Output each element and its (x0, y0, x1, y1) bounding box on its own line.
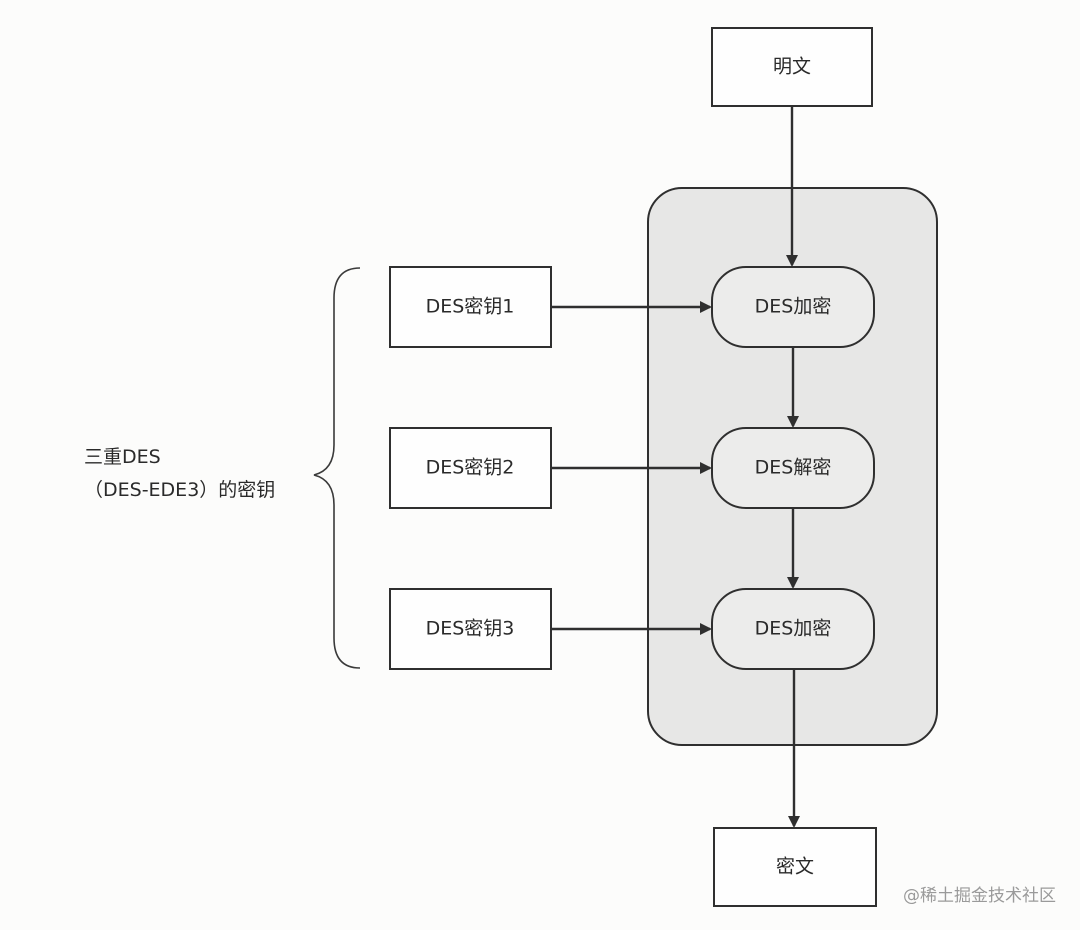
key3-node: DES密钥3 (389, 588, 552, 670)
encrypt3-node: DES加密 (711, 588, 875, 670)
key1-box (389, 266, 552, 348)
key2-node: DES密钥2 (389, 427, 552, 509)
brace-label-line1: 三重DES (84, 446, 161, 468)
brace-label-line2: （DES-EDE3）的密钥 (84, 479, 275, 501)
plaintext-box (711, 27, 873, 107)
key1-label: DES密钥1 (426, 296, 515, 318)
key3-box (389, 588, 552, 670)
watermark: @稀土掘金技术社区 (903, 886, 1056, 906)
ciphertext-box (713, 827, 877, 907)
key-group-brace (313, 267, 361, 669)
key1-node: DES密钥1 (389, 266, 552, 348)
encrypt3-label: DES加密 (755, 618, 832, 640)
ciphertext-label: 密文 (776, 856, 814, 878)
key2-box (389, 427, 552, 509)
plaintext-label: 明文 (773, 56, 811, 78)
encrypt1-node: DES加密 (711, 266, 875, 348)
ciphertext-node: 密文 (713, 827, 877, 907)
decrypt2-label: DES解密 (755, 457, 832, 479)
encrypt1-label: DES加密 (755, 296, 832, 318)
plaintext-node: 明文 (711, 27, 873, 107)
key2-label: DES密钥2 (426, 457, 515, 479)
decrypt2-node: DES解密 (711, 427, 875, 509)
key3-label: DES密钥3 (426, 618, 515, 640)
